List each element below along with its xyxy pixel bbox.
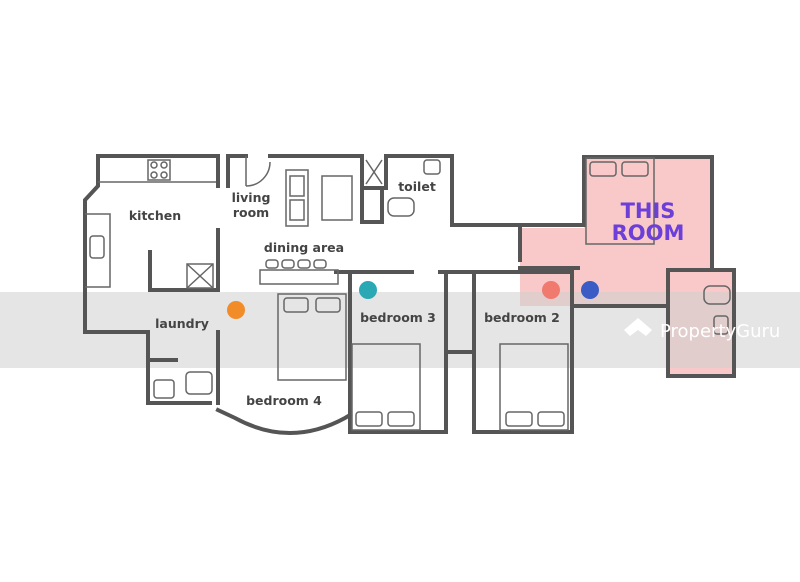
bedroom-4-label: bedroom 4	[246, 393, 322, 408]
master-bath-fixtures	[703, 285, 731, 335]
bed-bedroom-2	[499, 343, 569, 431]
kitchen-fixtures	[85, 159, 216, 289]
toilet-label: toilet	[398, 179, 436, 194]
blue-dot	[581, 281, 599, 299]
bedroom-3-label: bedroom 3	[360, 310, 436, 325]
bedroom-2-label: bedroom 2	[484, 310, 560, 325]
propertyguru-logo-icon	[624, 318, 652, 336]
toilet-fixtures	[365, 159, 441, 217]
watermark-logo: PropertyGuru	[624, 318, 780, 342]
dining-area-label: dining area	[264, 240, 344, 255]
living-room-label-line2: room	[233, 205, 269, 220]
teal-dot	[359, 281, 377, 299]
sofa	[285, 169, 353, 227]
bed-bedroom-4	[277, 293, 347, 381]
this-room-label-line1: THIS	[621, 199, 676, 223]
laundry-fixtures	[153, 371, 213, 399]
kitchen-label: kitchen	[129, 208, 181, 223]
bed-bedroom-3	[351, 343, 421, 431]
laundry-label: laundry	[155, 316, 209, 331]
orange-dot	[227, 301, 245, 319]
dining-table	[259, 259, 339, 285]
this-room-label-line2: ROOM	[612, 221, 685, 245]
watermark-text: PropertyGuru	[660, 321, 780, 342]
entrance-door	[245, 156, 271, 187]
coral-dot	[542, 281, 560, 299]
bed-master	[585, 157, 655, 245]
walls	[83, 154, 736, 435]
living-room-label-line1: living	[232, 190, 271, 205]
